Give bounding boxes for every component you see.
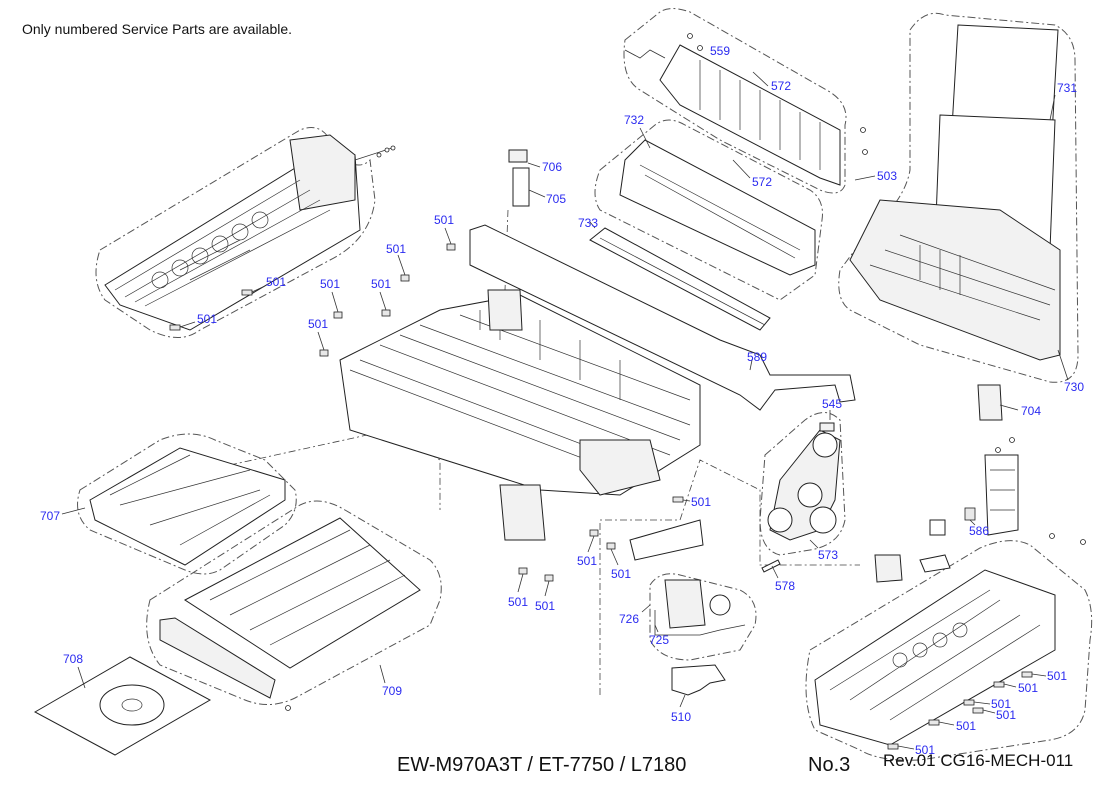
- part-label-501: 501: [197, 312, 218, 326]
- part-label-572-lower: 572: [752, 175, 773, 189]
- revision-code: Rev.01 CG16-MECH-011: [883, 751, 1074, 770]
- part-label-731: 731: [1057, 81, 1078, 95]
- group-outline-cover: [594, 119, 823, 301]
- part-label-545: 545: [822, 397, 843, 411]
- model-name: EW-M970A3T / ET-7750 / L7180: [397, 754, 687, 776]
- base-housing-part: [814, 569, 1056, 746]
- main-frame-part: [339, 289, 701, 541]
- leader-lines: [61, 71, 1069, 750]
- part-label-573: 573: [818, 548, 839, 562]
- scanner-cover-part: [619, 139, 816, 276]
- part-label-501: 501: [320, 277, 341, 291]
- sensor-holder-part: [964, 384, 1019, 536]
- part-label-725: 725: [649, 633, 670, 647]
- part-label-501: 501: [577, 554, 598, 568]
- group-outline-left-housing: [95, 127, 376, 338]
- part-label-501: 501: [308, 317, 329, 331]
- part-label-501: 501: [266, 275, 287, 289]
- paper-tray-lower-part: [159, 517, 421, 699]
- part-label-503: 503: [877, 169, 898, 183]
- part-label-709: 709: [382, 684, 403, 698]
- shaft-part: [761, 559, 781, 573]
- part-label-586: 586: [969, 524, 990, 538]
- pad-501-set: [169, 243, 1033, 750]
- part-label-732: 732: [624, 113, 645, 127]
- part-label-501: 501: [991, 697, 1012, 711]
- paper-support-part: [849, 24, 1061, 361]
- absorber-pad-part: [671, 664, 726, 696]
- scanner-guide-part: [624, 44, 841, 186]
- flat-cable-part: [469, 224, 856, 411]
- part-label-510: 510: [671, 710, 692, 724]
- group-outline-mech-path: [599, 459, 860, 695]
- paper-tray-upper-part: [89, 447, 286, 566]
- part-label-501: 501: [508, 595, 529, 609]
- part-label-501: 501: [434, 213, 455, 227]
- part-label-559: 559: [710, 44, 731, 58]
- screw-set: [285, 33, 1086, 711]
- left-housing-part: [104, 134, 393, 331]
- part-label-501: 501: [691, 495, 712, 509]
- part-label-704: 704: [1021, 404, 1042, 418]
- part-label-501: 501: [915, 743, 936, 757]
- part-label-501: 501: [956, 719, 977, 733]
- cd-tray-part: [33, 656, 212, 756]
- part-label-707: 707: [40, 509, 61, 523]
- group-outline-tray-lower: [146, 500, 442, 705]
- service-parts-note: Only numbered Service Parts are availabl…: [22, 21, 293, 37]
- part-label-589: 589: [747, 350, 768, 364]
- page-number: No.3: [808, 754, 851, 776]
- ink-pump-part: [629, 519, 746, 636]
- group-outline-scanner-guide: [623, 8, 847, 194]
- group-outline-ink-pump: [649, 573, 757, 661]
- small-bracket-part: [874, 519, 951, 583]
- part-label-501: 501: [611, 567, 632, 581]
- part-label-501: 501: [1047, 669, 1068, 683]
- part-label-501: 501: [1018, 681, 1039, 695]
- group-outline-base: [805, 540, 1093, 761]
- part-label-578: 578: [775, 579, 796, 593]
- part-label-708: 708: [63, 652, 84, 666]
- part-label-705: 705: [546, 192, 567, 206]
- part-label-501: 501: [371, 277, 392, 291]
- part-label-733: 733: [578, 216, 599, 230]
- part-label-501: 501: [996, 708, 1017, 722]
- part-label-726: 726: [619, 612, 640, 626]
- part-label-706: 706: [542, 160, 563, 174]
- group-outline-tray-upper: [77, 433, 297, 575]
- group-outline-left-tray-path: [229, 429, 441, 510]
- motor-gear-assembly-part: [767, 422, 841, 541]
- part-label-730: 730: [1064, 380, 1085, 394]
- scanner-rail-part: [589, 227, 771, 331]
- group-outline-motor: [759, 412, 846, 556]
- part-label-501: 501: [386, 242, 407, 256]
- part-label-572-upper: 572: [771, 79, 792, 93]
- part-label-501: 501: [535, 599, 556, 613]
